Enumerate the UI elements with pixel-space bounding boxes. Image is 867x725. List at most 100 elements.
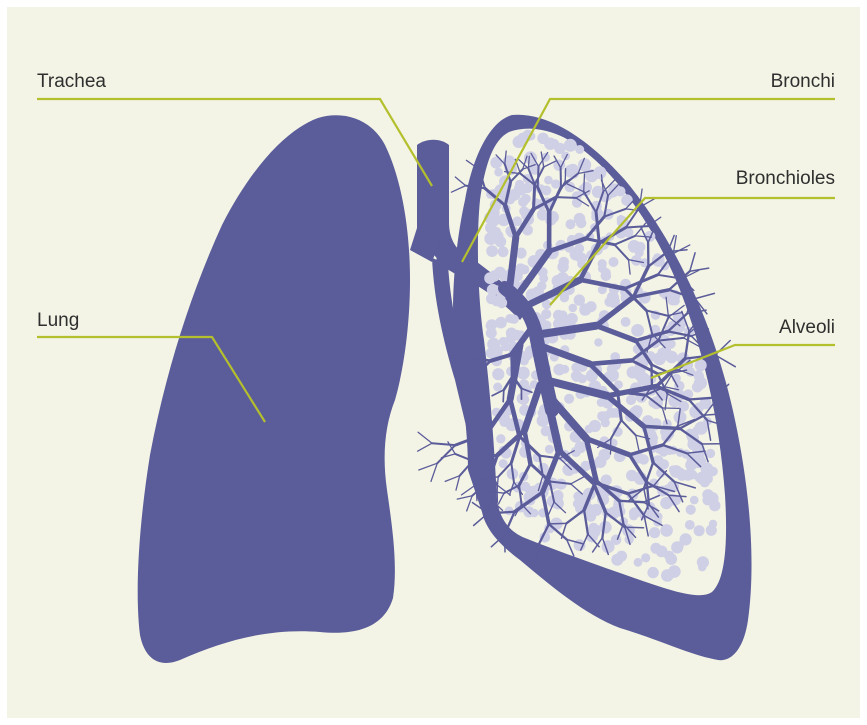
alveolus bbox=[621, 317, 631, 327]
alveolus bbox=[628, 240, 641, 253]
alveolus bbox=[506, 328, 517, 339]
bronchiole-branch bbox=[625, 527, 644, 528]
alveolus bbox=[668, 565, 681, 578]
alveolus bbox=[611, 535, 622, 546]
alveolus bbox=[695, 372, 705, 382]
label-trachea: Trachea bbox=[37, 72, 106, 91]
alveolus bbox=[629, 512, 638, 521]
alveolus bbox=[666, 553, 678, 565]
alveolus bbox=[545, 445, 554, 454]
alveolus bbox=[564, 139, 577, 152]
bronchiole-branch bbox=[488, 512, 515, 513]
alveolus bbox=[597, 411, 607, 421]
alveolus bbox=[685, 520, 695, 530]
alveolus bbox=[493, 383, 502, 392]
alveolus bbox=[538, 409, 547, 418]
alveolus bbox=[515, 263, 527, 275]
alveolus bbox=[601, 268, 611, 278]
bronchiole-branch bbox=[584, 174, 585, 192]
alveolus bbox=[649, 527, 660, 538]
alveolus bbox=[692, 382, 703, 393]
alveolus bbox=[697, 556, 709, 568]
label-alveoli: Alveoli bbox=[779, 318, 835, 337]
alveolus bbox=[486, 328, 497, 339]
alveolus bbox=[492, 345, 503, 356]
alveolus bbox=[509, 189, 521, 201]
alveolus bbox=[541, 309, 551, 319]
label-bronchi: Bronchi bbox=[771, 72, 835, 91]
alveolus bbox=[706, 525, 717, 536]
alveolus bbox=[495, 317, 507, 329]
alveolus bbox=[553, 310, 564, 321]
alveolus bbox=[507, 314, 516, 323]
alveolus bbox=[490, 157, 502, 169]
alveolus bbox=[521, 194, 531, 204]
alveolus bbox=[574, 294, 585, 305]
bronchiole-branch bbox=[528, 156, 529, 168]
alveolus bbox=[621, 194, 633, 206]
alveolus bbox=[537, 133, 548, 144]
alveolus bbox=[598, 259, 607, 268]
bronchiole-branch bbox=[619, 501, 643, 502]
alveolus bbox=[495, 236, 506, 247]
alveolus bbox=[484, 272, 496, 284]
alveolus bbox=[541, 426, 551, 436]
bronchiole-branch bbox=[476, 485, 477, 501]
alveolus bbox=[690, 496, 699, 505]
bronchiole-branch bbox=[534, 185, 535, 210]
bronchiole-branch bbox=[644, 426, 680, 428]
alveolus bbox=[627, 366, 639, 378]
bronchiole-branch bbox=[556, 197, 576, 198]
alveolus bbox=[706, 449, 715, 458]
alveolus bbox=[657, 348, 666, 357]
alveolus bbox=[539, 274, 548, 283]
alveolus bbox=[667, 295, 678, 306]
alveolus bbox=[594, 166, 607, 179]
label-lung: Lung bbox=[37, 311, 79, 330]
alveolus bbox=[695, 422, 708, 435]
alveolus bbox=[702, 489, 713, 500]
alveolus bbox=[634, 558, 643, 567]
alveolus bbox=[564, 394, 574, 404]
alveolus bbox=[659, 447, 669, 457]
alveolus bbox=[686, 505, 696, 515]
bronchiole-branch bbox=[538, 546, 539, 565]
alveolus bbox=[631, 324, 644, 337]
alveolus bbox=[639, 454, 649, 464]
alveolus bbox=[611, 554, 623, 566]
alveolus bbox=[578, 374, 587, 383]
alveolus bbox=[686, 367, 695, 376]
alveolus bbox=[496, 434, 505, 443]
alveolus bbox=[573, 499, 582, 508]
alveolus bbox=[570, 248, 583, 261]
alveolus bbox=[704, 469, 714, 479]
alveolus bbox=[499, 337, 508, 346]
alveolus bbox=[486, 245, 498, 257]
alveolus bbox=[494, 168, 503, 177]
alveolus bbox=[641, 553, 650, 562]
alveolus bbox=[491, 295, 502, 306]
alveolus bbox=[700, 477, 710, 487]
alveolus bbox=[665, 351, 678, 364]
alveolus bbox=[544, 176, 553, 185]
alveolus bbox=[675, 541, 684, 550]
alveolus bbox=[594, 456, 606, 468]
label-bronchioles: Bronchioles bbox=[736, 169, 835, 188]
alveolus bbox=[591, 524, 600, 533]
bronchiole-branch bbox=[549, 523, 566, 524]
alveolus bbox=[647, 567, 658, 578]
alveolus bbox=[559, 257, 569, 267]
bronchiole-branch bbox=[503, 390, 504, 402]
alveolus bbox=[498, 246, 509, 257]
alveolus bbox=[626, 395, 636, 405]
alveolus bbox=[609, 257, 619, 267]
alveolus bbox=[669, 465, 678, 474]
bronchiole-branch bbox=[538, 167, 539, 188]
alveolus bbox=[585, 425, 594, 434]
alveolus bbox=[530, 509, 539, 518]
alveolus bbox=[576, 218, 586, 228]
alveolus bbox=[637, 373, 650, 386]
alveolus bbox=[560, 365, 569, 374]
